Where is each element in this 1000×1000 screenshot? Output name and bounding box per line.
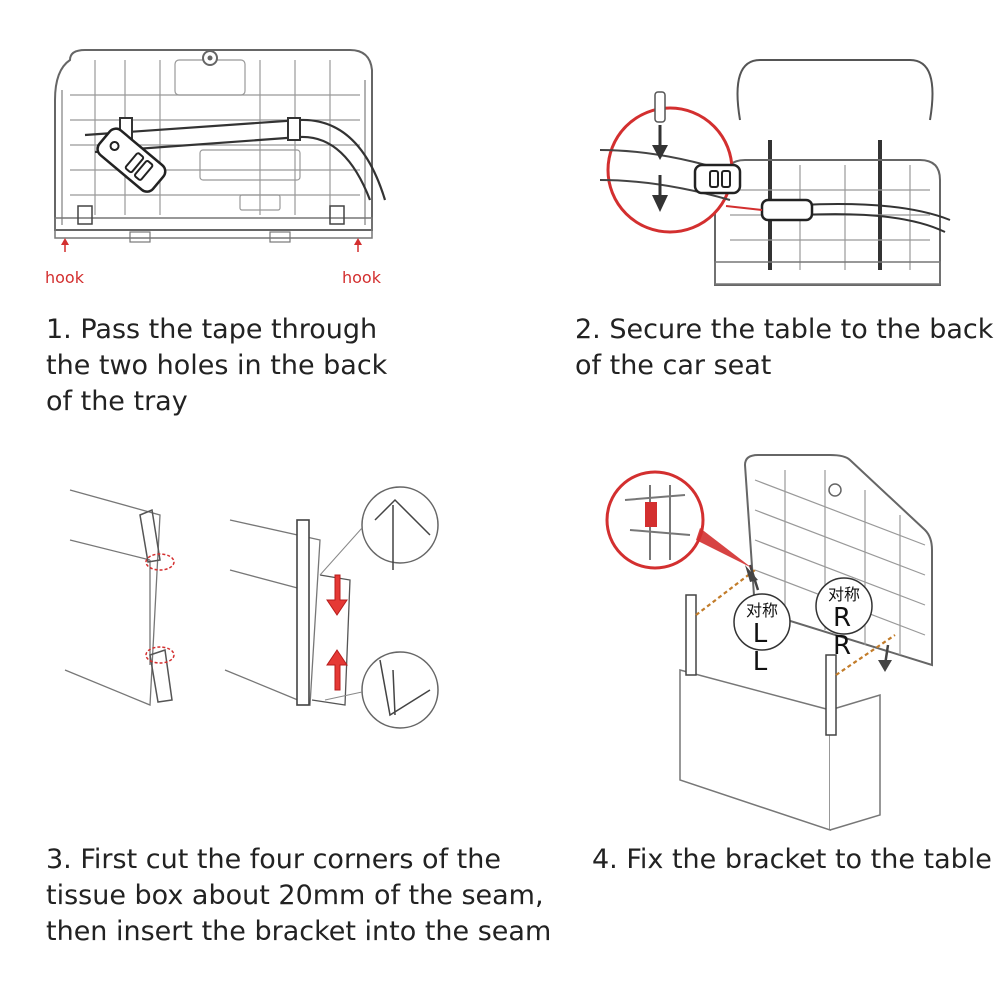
caption-line: of the car seat (575, 350, 772, 381)
car-seat-mount-diagram (599, 59, 951, 286)
step-4-illustration: 对称 L L 对称 R R (500, 440, 1000, 840)
step-2-illustration (500, 0, 1000, 300)
symmetry-label-left: 对称 L L (738, 601, 786, 677)
caption-line: of the tray (46, 386, 188, 417)
step-1-illustration: hook hook (0, 0, 500, 300)
caption-line: 2. Secure the table to the back (575, 314, 994, 345)
step-1-caption: 1. Pass the tape through the two holes i… (46, 312, 387, 420)
hook-label-left: hook (45, 268, 84, 287)
symmetry-pair-right: R R (832, 603, 856, 661)
step-2-caption: 2. Secure the table to the back of the c… (575, 312, 993, 384)
caption-line: 4. Fix the bracket to the table (592, 844, 992, 875)
caption-line: then insert the bracket into the seam (46, 916, 552, 947)
step-3-caption: 3. First cut the four corners of the tis… (46, 842, 551, 950)
symmetry-zh-right: 对称 (827, 585, 860, 604)
caption-line: 3. First cut the four corners of the (46, 844, 501, 875)
tissue-box-cut-diagram (64, 486, 439, 729)
symmetry-label-right: 对称 R R (820, 585, 868, 661)
step-4-caption: 4. Fix the bracket to the table (592, 842, 992, 878)
caption-line: the two holes in the back (46, 350, 388, 381)
bracket-assembly-diagram (605, 454, 933, 832)
hook-label-right: hook (342, 268, 381, 287)
symmetry-pair-left: L L (752, 619, 772, 677)
tray-back-diagram (54, 49, 387, 252)
symmetry-zh-left: 对称 (745, 601, 778, 620)
caption-line: 1. Pass the tape through (46, 314, 378, 345)
step-3-illustration (0, 460, 500, 760)
caption-line: tissue box about 20mm of the seam, (46, 880, 544, 911)
